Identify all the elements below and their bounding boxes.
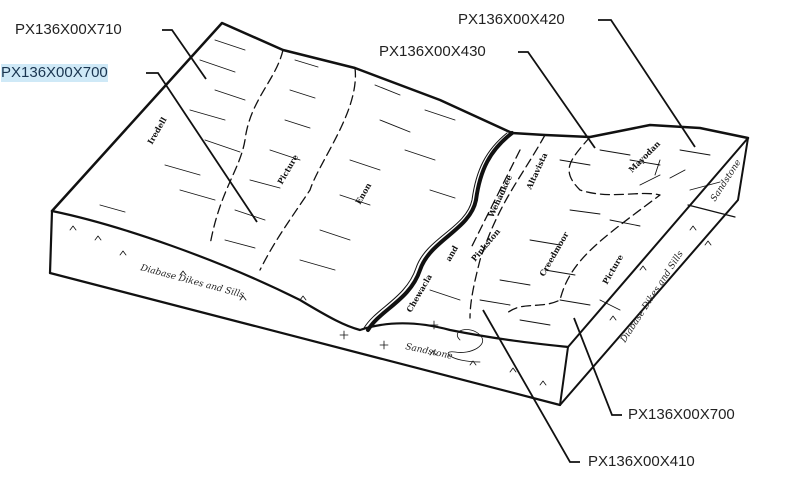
stream-channel <box>366 131 514 332</box>
callout-label[interactable]: PX136X00X410 <box>588 453 695 470</box>
callout-label[interactable]: PX136X00X420 <box>458 11 565 28</box>
block-left-edge <box>48 209 54 275</box>
soil-label-pinkston: Pinkston <box>469 226 502 263</box>
leader-line <box>573 317 622 416</box>
soil-label-enon: Enon <box>353 181 373 206</box>
soil-label-picture-right: Picture <box>600 253 625 286</box>
callout-label[interactable]: PX136X00X710 <box>15 21 122 38</box>
leader-line <box>598 19 696 148</box>
rock-label-sandstone-front: Sandstone <box>404 342 453 362</box>
soil-label-and: and <box>443 243 460 263</box>
soil-label-picture-left: Picture <box>275 153 300 186</box>
leader-line <box>482 309 580 463</box>
leader-line <box>518 51 596 149</box>
callout-label[interactable]: PX136X00X430 <box>379 43 486 60</box>
soil-label-creedmoor: Creedmoor <box>537 229 571 278</box>
block-front-top-edge <box>50 209 570 349</box>
block-right-top-edge <box>567 137 749 348</box>
block-front-right-edge <box>559 346 569 406</box>
leader-line <box>162 29 207 80</box>
block-right-bottom-edge <box>559 137 749 406</box>
block-front-bottom-edge <box>48 271 562 407</box>
callout-label-selected[interactable]: PX136X00X700 <box>1 64 108 82</box>
leader-line <box>146 72 258 223</box>
sandstone-boundary-right <box>687 204 736 218</box>
soil-label-iredell: Iredell <box>145 115 169 146</box>
callout-label[interactable]: PX136X00X700 <box>628 406 735 423</box>
rock-label-diabase-right: Diabase Dikes and Sills <box>619 249 686 345</box>
soil-label-altavista: Altavista <box>523 151 549 192</box>
